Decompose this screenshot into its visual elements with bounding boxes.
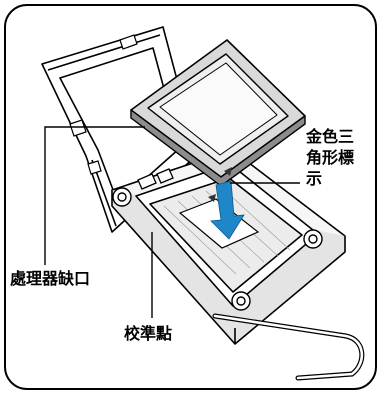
- lever-arm-inner: [213, 314, 364, 380]
- gold-triangle-label: 金色三 角形標 示: [306, 126, 354, 189]
- diagram-frame: [4, 4, 377, 390]
- gold-triangle-label-line2: 角形標: [306, 148, 355, 167]
- load-plate-tabs: [69, 34, 138, 175]
- insertion-arrow: [210, 180, 245, 240]
- callout-lines: [44, 126, 300, 318]
- cpu-chip: [130, 39, 306, 187]
- mounting-holes: [112, 187, 323, 311]
- gold-triangle-cpu: [224, 167, 232, 176]
- gold-triangle-label-line3: 示: [306, 169, 323, 188]
- gold-triangle-socket: [208, 194, 216, 202]
- alignment-key-label: 校準點: [124, 324, 173, 343]
- socket-clips: [137, 168, 174, 190]
- gold-triangle-label-line1: 金色三: [306, 127, 355, 146]
- notch-label: 處理器缺口: [10, 269, 91, 288]
- notch-leader: [44, 126, 145, 265]
